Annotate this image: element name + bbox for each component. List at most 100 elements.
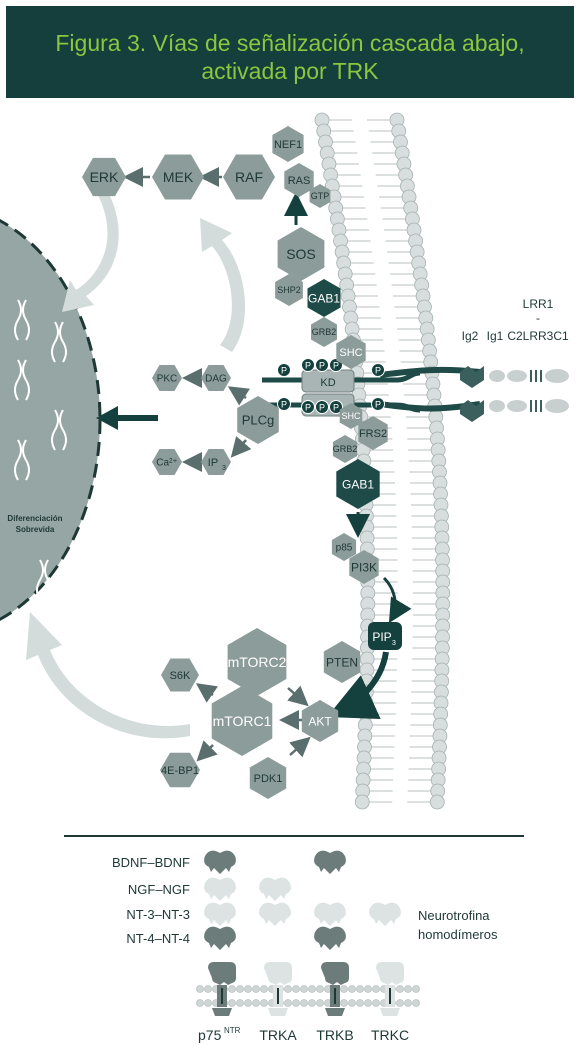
plcg-node-label: PLCg	[242, 413, 275, 428]
plcg-to-raf-arrow	[200, 218, 246, 352]
neurotrophin-dimer-icon	[204, 850, 236, 874]
ca-node	[152, 449, 182, 475]
mek-node-label: MEK	[163, 169, 194, 185]
gtp-node	[309, 184, 331, 208]
sos-node	[277, 227, 325, 281]
nef1-node-label: NEF1	[274, 139, 302, 151]
pip3-node-label: PIP	[372, 630, 391, 644]
nef1-node	[272, 126, 304, 162]
trka-receptor-icon	[264, 962, 292, 1016]
nucleus-label-survival: Sobrevida	[16, 525, 55, 534]
phosphate-label: P	[281, 400, 287, 410]
pdk1-node	[249, 757, 287, 799]
ip3-node-subscript: 3	[222, 465, 226, 472]
mtorc1-to-s6k-arrow	[195, 683, 219, 703]
neurotrophin-dimer-icon	[259, 902, 291, 926]
nucleus-label-differentiation: Diferenciación	[7, 514, 62, 523]
trkb-receptor-icon	[321, 962, 349, 1016]
legend-ligand-label: BDNF–BDNF	[112, 855, 190, 870]
neurotrophin-dimer-icon	[204, 926, 236, 950]
shc-top-node-label: SHC	[339, 347, 362, 359]
akt-node	[301, 700, 339, 742]
ip3-node-label: IP	[208, 457, 218, 469]
mtorc1-node	[211, 686, 273, 756]
grb2-top-node	[311, 317, 337, 347]
phosphate-label: P	[319, 403, 325, 413]
phosphate-circle	[277, 363, 291, 377]
pten-node	[323, 641, 361, 683]
p85-node-label: p85	[336, 543, 353, 554]
shp2-node-label: SHP2	[277, 285, 301, 295]
figure-title-line-2: activada por TRK	[201, 58, 379, 84]
pten-node-label: PTEN	[326, 655, 358, 669]
pip3-to-akt-arrow	[327, 651, 389, 719]
homodimers-label: homodímeros	[418, 927, 498, 942]
receptor-label-trkc: TRKC	[371, 1027, 409, 1043]
pi3k-to-pip3-arrow	[382, 576, 412, 624]
phosphate-circle	[301, 358, 315, 372]
neurotrophin-dimer-icon	[259, 877, 291, 901]
dna-strands	[14, 299, 67, 601]
mtorc1-node-label: mTORC1	[213, 713, 272, 729]
mtorc1-to-nucleus-arrow	[26, 612, 190, 739]
pkc-node-label: PKC	[157, 374, 178, 385]
phosphate-circle	[315, 358, 329, 372]
neurotrophin-dimer-icon	[314, 926, 346, 950]
gab1-bottom-node-label: GAB1	[342, 477, 374, 491]
pathway-arrows	[123, 167, 311, 762]
phosphate-label: P	[375, 366, 381, 376]
feedback-arrows	[26, 192, 246, 739]
neurotrophin-dimer-icon	[314, 850, 346, 874]
label-ig1: Ig1	[487, 329, 504, 343]
pip3-node-subscript: 3	[392, 640, 396, 647]
cell-membrane	[314, 112, 451, 810]
label-c2lrr3c1: C2LRR3C1	[507, 329, 569, 343]
figure-header: Figura 3. Vías de señalización cascada a…	[6, 6, 574, 98]
akt-node-label: AKT	[308, 714, 332, 728]
pdk1-to-akt-arrow	[289, 736, 311, 758]
sos-node-label: SOS	[286, 246, 316, 262]
phosphate-circle	[301, 400, 315, 414]
phosphate-circle	[371, 363, 385, 377]
phosphate-label: P	[305, 361, 311, 371]
plcg-to-ip3-arrow	[230, 436, 252, 458]
pi3k-node	[349, 550, 379, 584]
gab1-bottom-node	[336, 459, 380, 509]
nucleus: Diferenciación Sobrevida	[0, 219, 102, 621]
neurotrophin-dimer-icon	[369, 902, 401, 926]
gtp-node-label: GTP	[311, 191, 330, 201]
phosphate-circle	[277, 397, 291, 411]
erk-node-label: ERK	[90, 169, 119, 185]
ebp1-node	[160, 752, 200, 788]
ip3-node	[201, 449, 231, 475]
raf-node	[223, 154, 275, 200]
ca-node-label: Ca²⁺	[156, 458, 177, 469]
label-ig2: Ig2	[462, 329, 479, 343]
phosphate-circle	[315, 400, 329, 414]
figure-title-line-1: Figura 3. Vías de señalización cascada a…	[55, 30, 525, 56]
shp2-node	[275, 274, 303, 306]
pkc-node	[152, 365, 182, 391]
neurotrophin-label: Neurotrofina	[418, 908, 490, 923]
mtorc1-to-4ebp1-arrow	[196, 740, 218, 762]
legend-ligand-label: NT-4–NT-4	[126, 931, 190, 946]
dag-node-label: DAG	[205, 374, 227, 385]
phosphate-circle	[329, 400, 343, 414]
phosphate-circle	[371, 397, 385, 411]
phosphate-label: P	[375, 400, 381, 410]
pi3k-node-label: PI3K	[351, 560, 377, 574]
shc-bottom-node-label: SHC	[341, 411, 361, 421]
raf-node-label: RAF	[235, 169, 263, 185]
ras-node-label: RAS	[288, 175, 311, 187]
grb2-bottom-node-label: GRB2	[333, 444, 358, 454]
dag-node	[201, 365, 231, 391]
receptor-label-trka: TRKA	[259, 1027, 297, 1043]
phosphate-label: P	[281, 366, 287, 376]
pdk1-node-label: PDK1	[254, 773, 283, 785]
c1-domain	[545, 369, 569, 413]
dark-pathway-arrows	[284, 192, 412, 719]
neurotrophin-dimer-icon	[204, 877, 236, 901]
erk-to-nucleus-arrow	[62, 192, 119, 312]
ras-node	[284, 163, 314, 197]
